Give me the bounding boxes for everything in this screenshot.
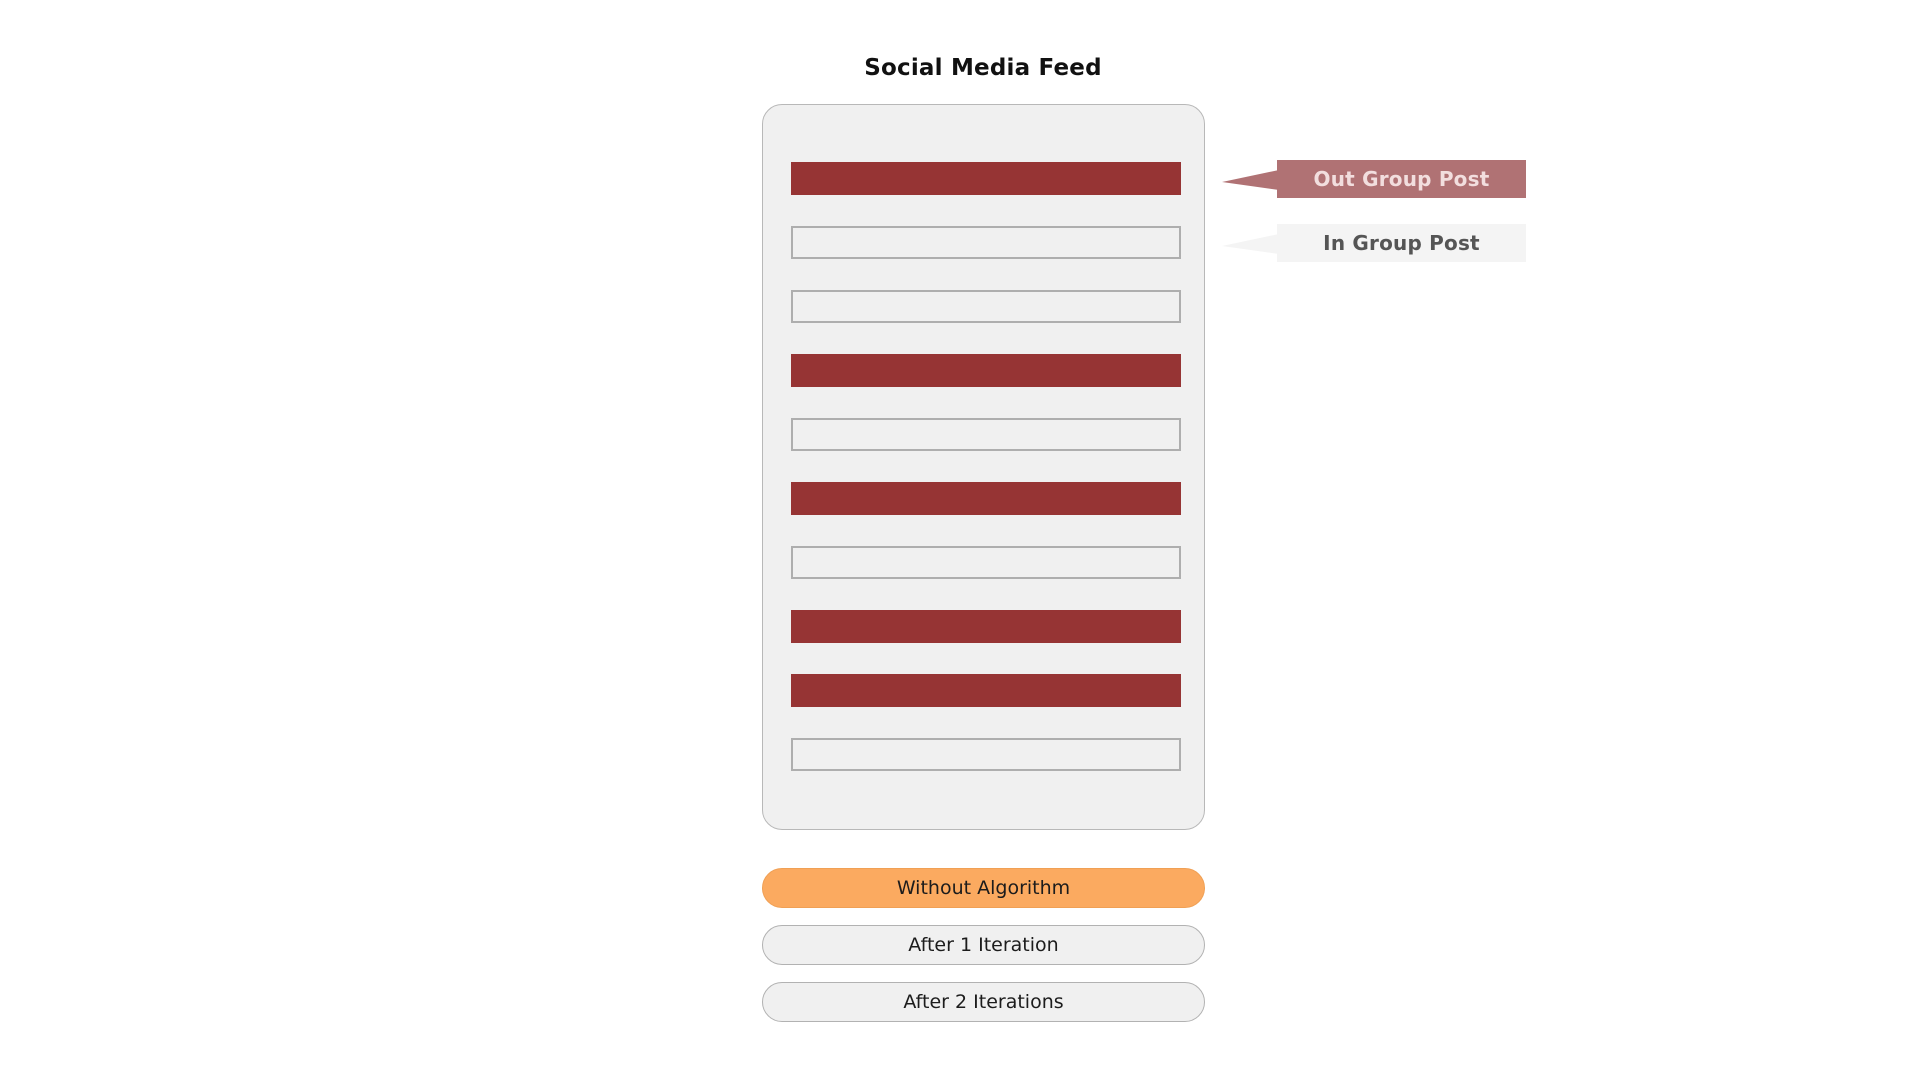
button-after-1-iteration[interactable]: After 1 Iteration [762, 925, 1205, 965]
legend-label-out-group: Out Group Post [1277, 160, 1526, 198]
legend: Out Group Post In Group Post [1222, 160, 1532, 290]
feed-post-in-group[interactable] [791, 226, 1181, 259]
feed-post-in-group[interactable] [791, 290, 1181, 323]
feed-post-out-group[interactable] [791, 610, 1181, 643]
feed-post-in-group[interactable] [791, 418, 1181, 451]
legend-label-in-group: In Group Post [1277, 224, 1526, 262]
page-title: Social Media Feed [864, 55, 1102, 81]
legend-pointer-out-group-icon [1222, 170, 1279, 190]
social-media-feed-panel [762, 104, 1205, 830]
feed-post-in-group[interactable] [791, 738, 1181, 771]
feed-post-out-group[interactable] [791, 162, 1181, 195]
button-after-2-iterations[interactable]: After 2 Iterations [762, 982, 1205, 1022]
feed-post-out-group[interactable] [791, 354, 1181, 387]
feed-post-out-group[interactable] [791, 674, 1181, 707]
algorithm-step-controls: Without Algorithm After 1 Iteration Afte… [762, 868, 1205, 1022]
legend-pointer-in-group-icon [1222, 234, 1279, 254]
feed-post-out-group[interactable] [791, 482, 1181, 515]
button-without-algorithm[interactable]: Without Algorithm [762, 868, 1205, 908]
post-list [791, 162, 1181, 771]
feed-post-in-group[interactable] [791, 546, 1181, 579]
